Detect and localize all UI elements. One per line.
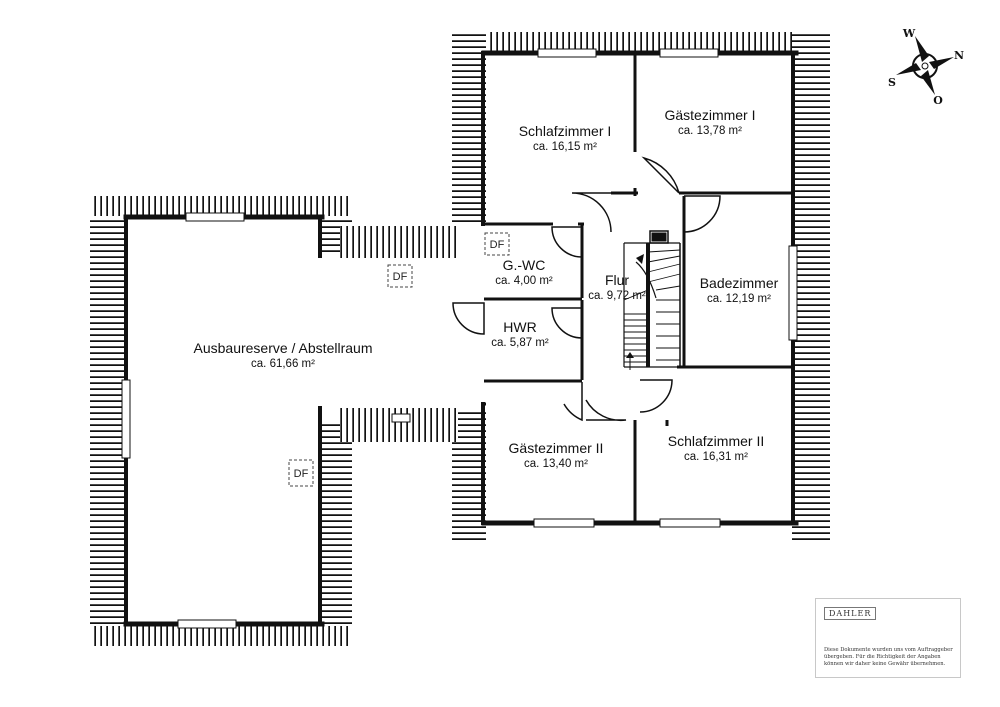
room-name-gaestezimmer-1: Gästezimmer I — [664, 107, 755, 123]
room-name-ausbaureserve: Ausbaureserve / Abstellraum — [194, 340, 373, 356]
window — [391, 413, 411, 423]
windows — [121, 48, 798, 629]
roof-slope — [340, 408, 458, 442]
room-name-gwc: G.-WC — [503, 257, 546, 273]
room-floors — [128, 54, 792, 622]
skylight: DF — [288, 459, 314, 487]
room-name-schlafzimmer-1: Schlafzimmer I — [519, 123, 612, 139]
window — [659, 518, 721, 528]
door — [571, 192, 612, 233]
room-area-flur: ca. 9,72 m² — [588, 290, 646, 302]
door — [551, 226, 583, 258]
room-area-gwc: ca. 4,00 m² — [495, 275, 553, 287]
window — [121, 379, 131, 459]
roof-slope — [90, 196, 126, 626]
door — [563, 382, 583, 422]
compass-rose-icon: W N S O — [888, 27, 964, 107]
skylight-label: DF — [393, 271, 408, 283]
roof-slope — [452, 32, 486, 222]
compass-west: W — [902, 27, 916, 40]
window — [788, 245, 798, 341]
window — [533, 518, 595, 528]
roof-slope — [792, 32, 830, 542]
info-box: DAHLER Diese Dokumente wurden uns vom Au… — [815, 598, 961, 678]
room-area-schlafzimmer-2: ca. 16,31 m² — [684, 451, 748, 463]
room-area-badezimmer: ca. 12,19 m² — [707, 293, 771, 305]
interior-walls — [484, 54, 792, 522]
skylight-label: DF — [490, 239, 505, 251]
door — [683, 195, 721, 233]
skylight-label: DF — [294, 468, 309, 480]
compass-south: S — [888, 76, 896, 89]
room-area-hwr: ca. 5,87 m² — [491, 337, 549, 349]
door — [641, 156, 680, 194]
room-name-flur: Flur — [605, 272, 629, 288]
compass-north: N — [954, 49, 964, 62]
room-name-schlafzimmer-2: Schlafzimmer II — [668, 433, 764, 449]
room-area-gaestezimmer-2: ca. 13,40 m² — [524, 458, 588, 470]
room-area-schlafzimmer-1: ca. 16,15 m² — [533, 141, 597, 153]
staircase — [623, 230, 681, 370]
skylight: DF — [387, 264, 413, 288]
window — [185, 212, 245, 222]
roof-slope — [90, 626, 352, 646]
room-labels: Schlafzimmer I ca. 16,15 m² Gästezimmer … — [194, 107, 779, 470]
door — [639, 379, 673, 413]
window — [537, 48, 597, 58]
disclaimer-text: Diese Dokumente wurden uns vom Auftragge… — [824, 647, 953, 667]
roof-slope — [90, 196, 352, 216]
brand-logo: DAHLER — [824, 607, 877, 620]
door — [452, 302, 485, 335]
window — [659, 48, 719, 58]
room-area-gaestezimmer-1: ca. 13,78 m² — [678, 125, 742, 137]
room-area-ausbaureserve: ca. 61,66 m² — [251, 358, 315, 370]
skylight: DF — [484, 232, 510, 256]
compass-east: O — [933, 94, 943, 107]
roof-slope — [318, 420, 352, 626]
window — [177, 619, 237, 629]
room-name-hwr: HWR — [503, 319, 536, 335]
door — [551, 307, 583, 339]
door — [585, 399, 627, 422]
room-name-gaestezimmer-2: Gästezimmer II — [509, 440, 604, 456]
room-name-badezimmer: Badezimmer — [700, 275, 779, 291]
skylights: DF DF DF — [288, 232, 510, 487]
roof-slope — [340, 226, 458, 258]
doors — [452, 156, 721, 422]
